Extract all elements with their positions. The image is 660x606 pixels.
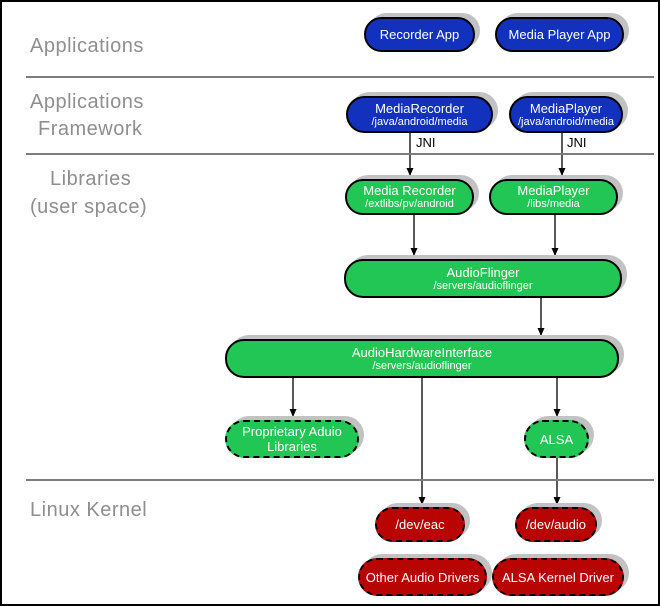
node-subtitle: /java/android/media [371,115,468,128]
node-title: Proprietary Aduio Libraries [242,424,342,454]
node-audioflinger: AudioFlinger /servers/audioflinger [344,259,622,298]
node-title: /dev/audio [526,517,586,532]
layer-divider-applications [26,76,654,78]
node-proprietary-audio-libraries: Proprietary Aduio Libraries [225,420,359,458]
layer-label-framework-line1: Applications [30,91,144,113]
node-title: MediaRecorder [375,100,464,116]
layer-label-framework-line2: Framework [38,118,143,140]
node-mediaplayer-framework: MediaPlayer /java/android/media [509,96,623,133]
node-title: ALSA Kernel Driver [502,569,614,585]
node-media-player-app: Media Player App [495,17,624,52]
node-subtitle: /servers/audioflinger [372,359,472,372]
jni-label-right: JNI [567,135,587,150]
layer-label-libraries-line1: Libraries [50,168,132,190]
node-recorder-app: Recorder App [364,17,475,52]
node-title: AudioFlinger [446,264,520,280]
jni-label-left: JNI [416,135,436,150]
layer-divider-kernel [26,479,654,481]
node-mediarecorder-framework: MediaRecorder /java/android/media [346,96,493,133]
node-alsa-kernel-driver: ALSA Kernel Driver [492,558,624,596]
node-subtitle: /servers/audioflinger [433,279,533,292]
layer-label-applications: Applications [30,35,144,57]
layer-label-linux-kernel: Linux Kernel [30,499,148,521]
node-title: AudioHardwareInterface [351,344,493,360]
node-title: ALSA [539,431,574,447]
node-title: MediaPlayer [517,183,590,198]
node-mediaplayer-library: MediaPlayer /libs/media [489,179,618,215]
node-dev-eac: /dev/eac [375,507,465,542]
layer-divider-framework [26,153,654,155]
node-subtitle: /libs/media [527,198,580,210]
node-subtitle: /java/android/media [517,115,614,128]
node-title: Media Player App [508,27,611,42]
node-title: /dev/eac [395,517,445,532]
node-subtitle: /extlibs/pv/android [365,198,454,210]
layer-label-libraries-line2: (user space) [30,196,148,218]
node-title: MediaPlayer [529,100,603,116]
node-title: Media Recorder [363,183,456,198]
node-title: Recorder App [379,27,460,42]
node-dev-audio: /dev/audio [515,507,597,542]
node-other-audio-drivers: Other Audio Drivers [358,558,487,596]
node-title: Other Audio Drivers [365,569,480,585]
node-audiohardwareinterface: AudioHardwareInterface /servers/audiofli… [225,339,619,378]
node-alsa: ALSA [524,420,589,458]
node-media-recorder-library: Media Recorder /extlibs/pv/android [345,179,474,215]
